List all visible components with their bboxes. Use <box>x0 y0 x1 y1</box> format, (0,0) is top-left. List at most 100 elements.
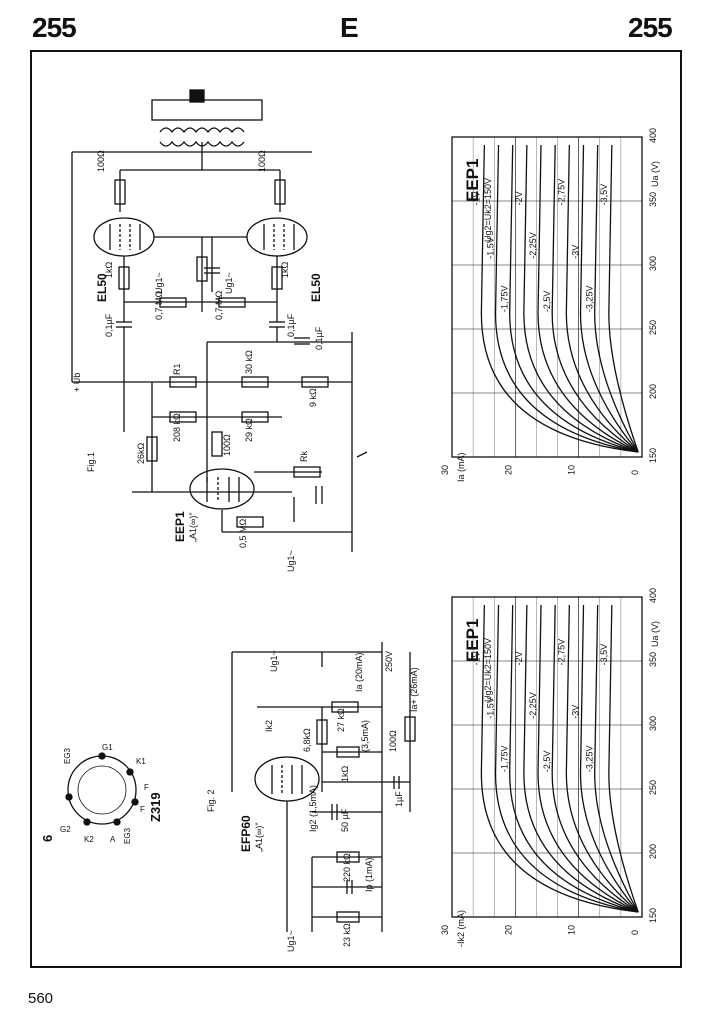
fig1-label-el50-right: EL50 <box>309 273 323 302</box>
tg-curve <box>480 144 639 453</box>
fig2-figure-label: Fig. 2 <box>206 789 216 812</box>
bg-curve-label: -2,75V <box>556 639 566 666</box>
tg-curve-label: -1V <box>471 191 481 205</box>
datasheet-drawing: 100Ω 100Ω 1kΩ 1kΩ 0,1µF 0,1µF 0,7 MΩ 0,7… <box>40 89 660 952</box>
tg-curve <box>494 144 639 453</box>
fig1-label-r100: 100Ω <box>222 434 232 456</box>
fig1-label-c-right: 0,1µF <box>286 313 296 337</box>
r30k-resistor <box>241 376 269 388</box>
anode-resistor-left <box>114 179 126 205</box>
fig1-circuit <box>71 89 368 552</box>
grid-stopper-left <box>118 266 130 290</box>
bg-tick-ua: 400 <box>648 588 658 603</box>
tg-curve <box>523 144 639 453</box>
page-header-letter: E <box>340 12 359 43</box>
tg-curve-label: -1,75V <box>500 286 510 313</box>
bg-curve <box>608 604 639 913</box>
anode-resistor-right <box>274 179 286 205</box>
fig1-label-r1k-left: 1kΩ <box>104 261 114 278</box>
tg-curve-label: -3V <box>571 245 581 259</box>
bg-tick-ia: 30 <box>440 925 450 935</box>
fig2-label-r100: 100Ω <box>388 730 398 752</box>
speaker-icon <box>189 89 205 103</box>
grid-stopper-right <box>271 266 283 290</box>
tg-curve-label: -3,5V <box>599 184 609 206</box>
page-number: 560 <box>28 990 54 1007</box>
fig2-label-ia: Ia (20mA) <box>354 652 364 692</box>
fig1-label-c01: 0,1µF <box>314 326 324 350</box>
tg-tick-ua: 200 <box>648 384 658 399</box>
bg-curve <box>551 604 639 913</box>
eep1-tube <box>189 468 255 510</box>
fig1-label-grid-left: 0,7 MΩ <box>154 290 164 320</box>
tg-curve-label: -2,75V <box>556 179 566 206</box>
socket-pin-g2: G2 <box>60 825 71 834</box>
r1-resistor <box>169 376 197 388</box>
bg-tick-ua: 250 <box>648 780 658 795</box>
tg-tick-ua: 150 <box>648 448 658 463</box>
bottom-graph-x-label: Ua (V) <box>650 621 660 647</box>
fig1-label-c-left: 0,1µF <box>104 313 114 337</box>
tg-tick-ua: 250 <box>648 320 658 335</box>
bg-tick-ua: 150 <box>648 908 658 923</box>
tg-tick-ia: 0 <box>630 470 640 475</box>
r27k-resistor <box>331 701 359 713</box>
grid-leak-left <box>159 297 187 308</box>
fig1-label-grid-right: 0,7 MΩ <box>214 290 224 320</box>
fig1-label-r05m: 0,5 MΩ <box>238 518 248 548</box>
fig1-label-r30k: 30 kΩ <box>244 350 254 374</box>
fig1-label-eep1: EEP1 <box>173 511 187 542</box>
bg-curve <box>509 604 639 913</box>
socket-number: 6 <box>40 835 55 842</box>
socket-diagram <box>65 752 139 826</box>
fig1-label-ug1-left: Ug1~ <box>154 272 164 294</box>
tg-curve <box>594 144 639 453</box>
fig1-label-r29k: 29 kΩ <box>244 418 254 442</box>
fig1-label-r-anode-right: 100Ω <box>257 150 267 172</box>
bg-curve <box>494 604 639 913</box>
speaker-frame <box>151 99 263 121</box>
fig2-labels: Fig. 2 EFP60 „A1(∞)" Ug1~ Ia (20mA) 250V… <box>206 650 419 952</box>
socket-labels: 6 Z319 EG3 G1 K1 F F EG3 A K2 G2 <box>40 743 163 844</box>
bg-curve-label: -2V <box>514 651 524 665</box>
tg-tick-ia: 30 <box>440 465 450 475</box>
bg-curve-label: -3V <box>571 705 581 719</box>
socket-pin-g1: G1 <box>102 743 113 752</box>
fig1-label-r1: R1 <box>172 363 182 375</box>
bottom-graph-condition: Ug2=Uk2=150V <box>483 638 493 702</box>
tg-curve <box>608 144 639 453</box>
top-graph-tube-title: EEP1 <box>463 159 482 202</box>
bg-curve <box>523 604 639 913</box>
bg-curve-label: -1V <box>471 651 481 665</box>
bg-curve-label: -2,5V <box>542 751 552 773</box>
socket-pin-a: A <box>110 835 116 844</box>
fig1-label-rk: Rk <box>299 451 309 462</box>
socket-pin-eg3-top: EG3 <box>63 747 72 764</box>
el50-left-tube <box>93 217 155 257</box>
bg-tick-ua: 200 <box>648 844 658 859</box>
tg-tick-ua: 400 <box>648 128 658 143</box>
fig1-label-r208k: 208 kΩ <box>172 413 182 442</box>
fig2-label-iak: Ia+ (26mA) <box>409 667 419 712</box>
transformer-primary <box>159 127 245 134</box>
tg-tick-ua: 350 <box>648 192 658 207</box>
r9k-resistor <box>301 376 329 388</box>
tg-curve <box>579 144 639 453</box>
fig2-label-r23k: 23 kΩ <box>342 923 352 947</box>
bg-tick-ia: 0 <box>630 930 640 935</box>
tg-curve-label: -1,5V <box>486 237 496 259</box>
bg-curve <box>537 604 639 913</box>
fig2-label-ug1-top: Ug1~ <box>269 650 279 672</box>
fig1-labels: 100Ω 100Ω 1kΩ 1kΩ 0,1µF 0,1µF 0,7 MΩ 0,7… <box>72 150 324 572</box>
fig2-label-c50u: 50 µF <box>340 808 350 832</box>
fig2-label-35ma: (3,5mA) <box>360 720 370 752</box>
fig2-label-250v: 250V <box>384 651 394 672</box>
el50-right-tube <box>246 217 308 257</box>
bg-curve-label: -3,25V <box>585 746 595 773</box>
fig2-label-ig2: Ig2 (1,5mA) <box>308 785 318 832</box>
bg-curve-label: -1,75V <box>500 746 510 773</box>
fig2-circuit <box>231 642 416 932</box>
datasheet-frame: 100Ω 100Ω 1kΩ 1kΩ 0,1µF 0,1µF 0,7 MΩ 0,7… <box>30 50 682 968</box>
bg-curve <box>594 604 639 913</box>
